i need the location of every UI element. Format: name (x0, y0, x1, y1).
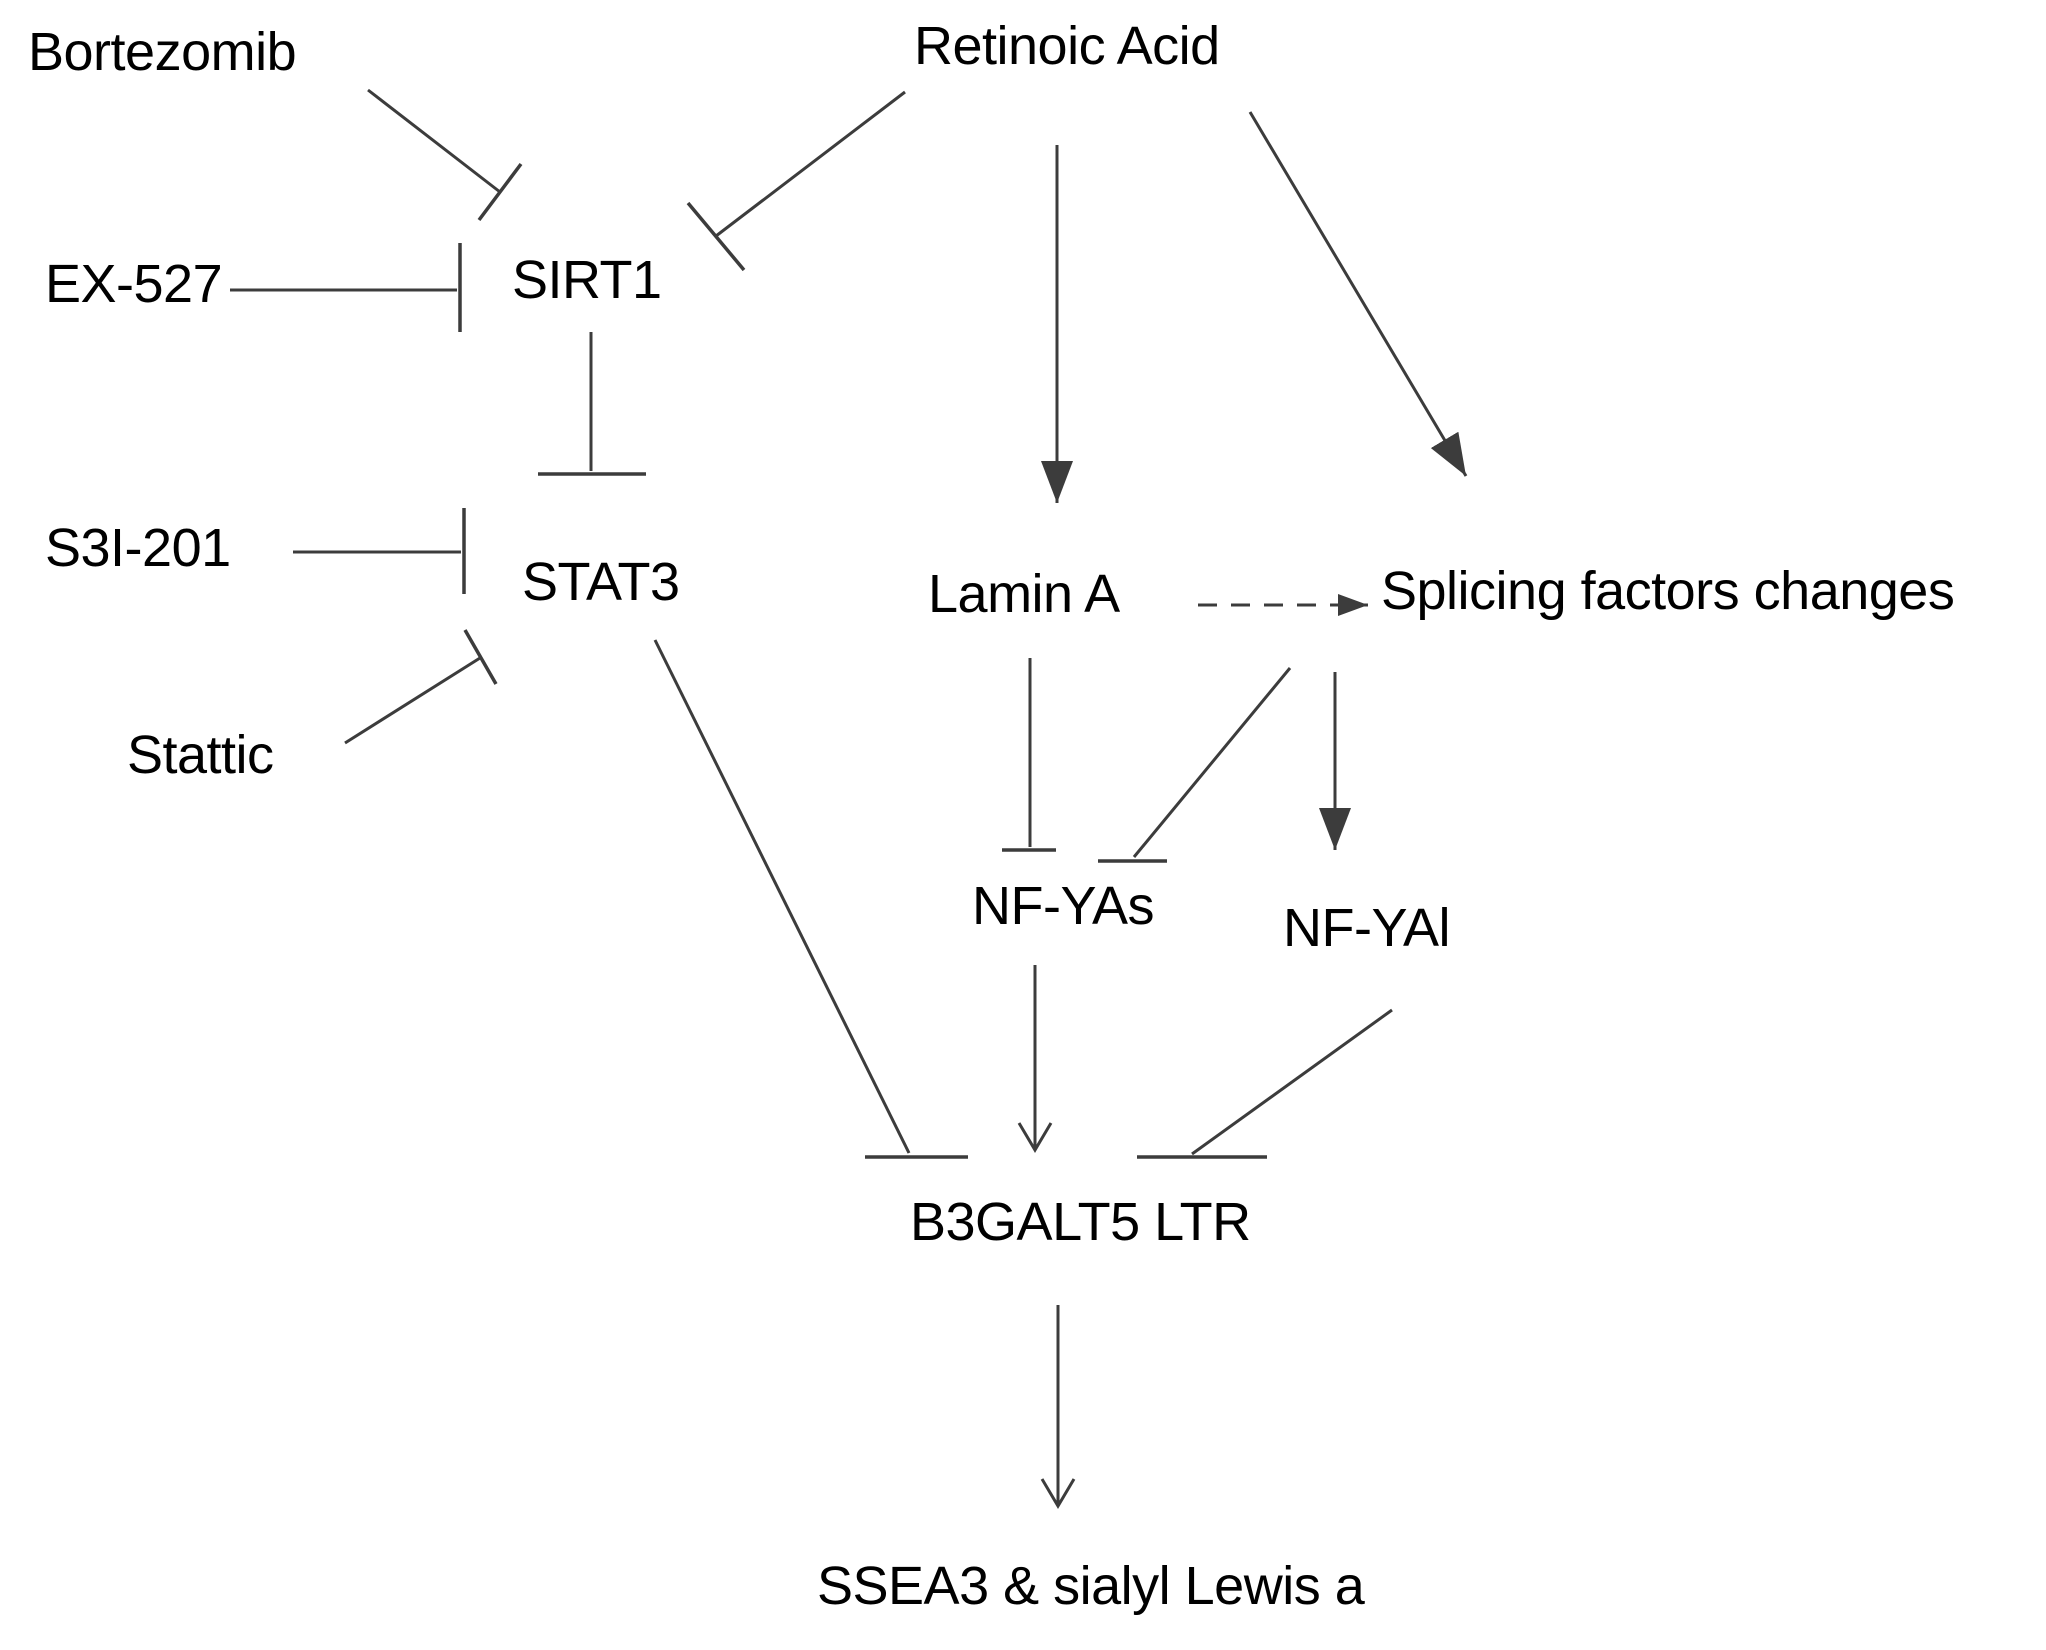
edge-stat3-to-b3galt5-ltr (653, 639, 911, 1154)
node-label-bortezomib: Bortezomib (28, 22, 297, 82)
inhibition-bar-retinoic-acid-to-sirt1 (686, 201, 746, 272)
node-label-stattic: Stattic (127, 725, 274, 785)
node-label-ex-527: EX-527 (45, 254, 223, 314)
node-label-lamin-a: Lamin A (928, 564, 1120, 624)
node-label-b3galt5-ltr: B3GALT5 LTR (910, 1192, 1251, 1252)
node-label-sirt1: SIRT1 (512, 250, 662, 310)
node-label-splicing: Splicing factors changes (1381, 561, 1955, 621)
edge-stattic-to-stat3 (344, 656, 481, 745)
edge-splicing-to-nf-yas (1132, 667, 1292, 858)
inhibition-bar-bortezomib-to-sirt1 (477, 162, 523, 222)
node-label-nf-yas: NF-YAs (972, 876, 1155, 936)
node-label-retinoic-acid: Retinoic Acid (914, 16, 1220, 76)
node-label-nf-yal: NF-YAl (1283, 898, 1451, 958)
node-label-s3i-201: S3I-201 (45, 518, 231, 578)
edge-nf-yal-to-b3galt5-ltr (1191, 1008, 1393, 1156)
node-label-ssea3: SSEA3 & sialyl Lewis a (817, 1556, 1365, 1616)
inhibition-bar-stattic-to-stat3 (463, 629, 498, 685)
edge-bortezomib-to-sirt1 (367, 88, 501, 194)
edge-retinoic-acid-to-sirt1 (715, 90, 906, 238)
node-label-stat3: STAT3 (522, 552, 680, 612)
edge-retinoic-acid-to-splicing (1248, 111, 1468, 477)
